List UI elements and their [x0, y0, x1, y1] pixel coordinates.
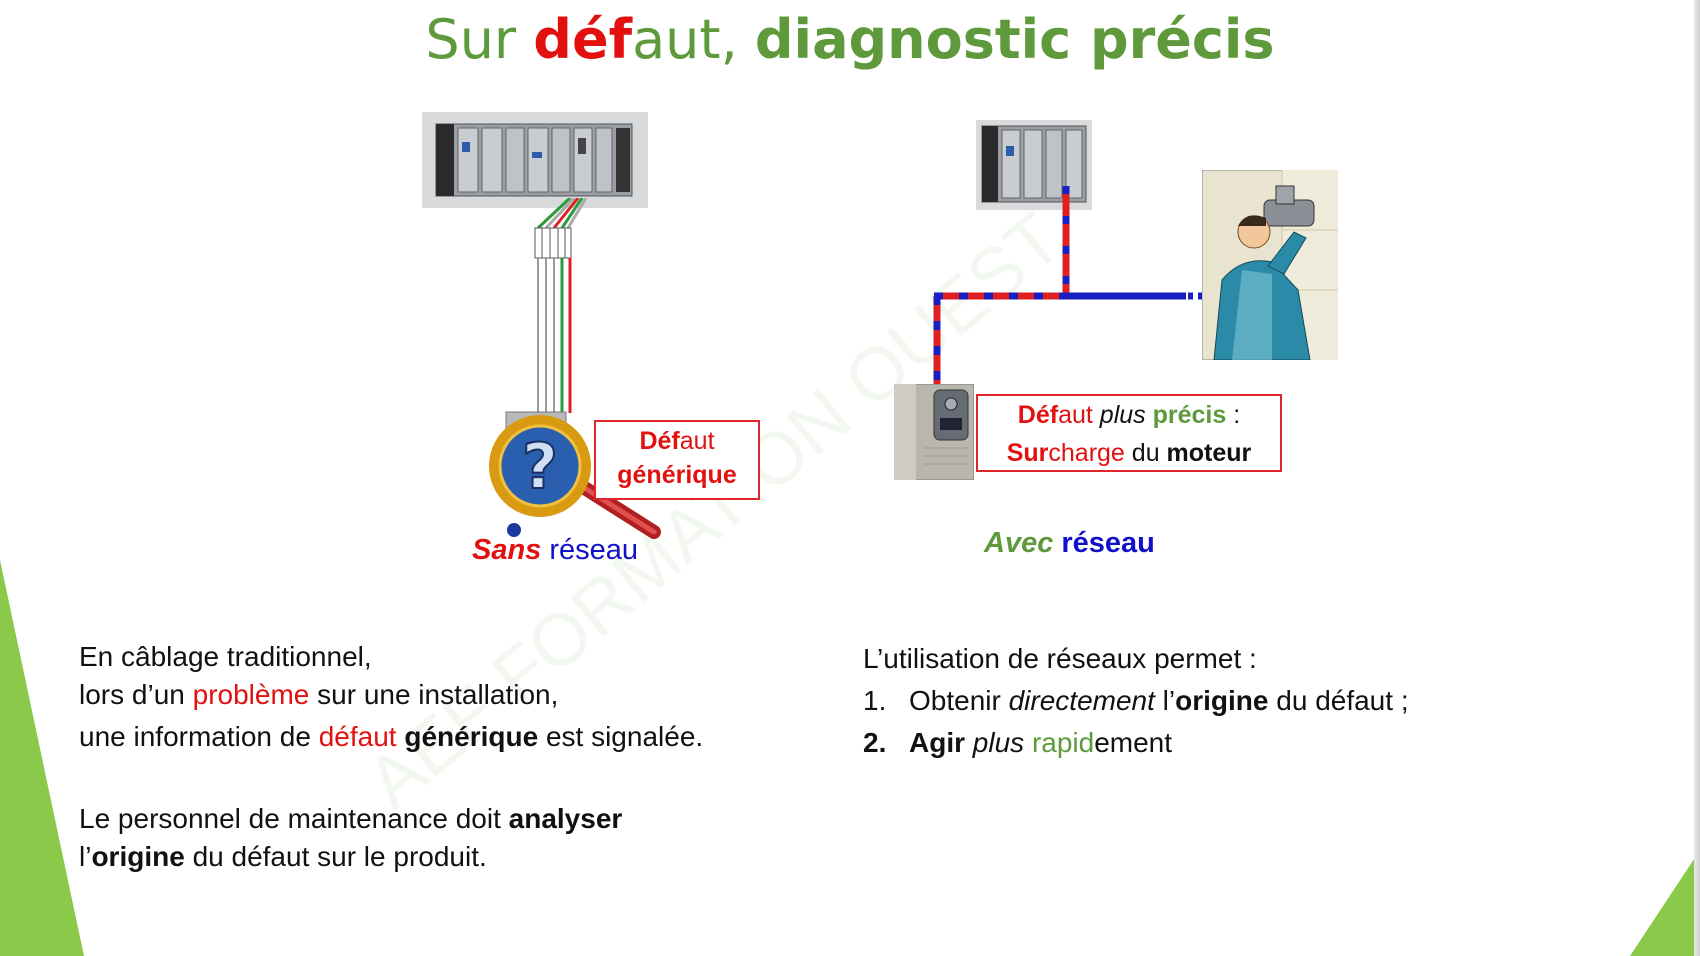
- box-text: Déf: [1017, 401, 1059, 429]
- text-span: Le personnel de maintenance doit: [79, 803, 509, 834]
- magnifier-question-icon: ?: [489, 411, 661, 539]
- text-span: plus: [972, 727, 1025, 758]
- box-text: Déf: [639, 427, 680, 455]
- text-span: sur une installation,: [309, 679, 559, 710]
- right-paragraph: L’utilisation de réseaux permet : 1. Obte…: [863, 638, 1409, 764]
- list-item: 2. Agir plus rapidement: [863, 722, 1409, 764]
- text-line: l’origine du défaut sur le produit.: [79, 838, 622, 876]
- text-line: L’utilisation de réseaux permet :: [863, 643, 1257, 674]
- box-text: plus: [1099, 401, 1146, 429]
- box-text: générique: [617, 461, 737, 489]
- technician-illustration: [1202, 170, 1338, 360]
- text-span: [965, 727, 973, 758]
- text-line: En câblage traditionnel,: [79, 641, 372, 672]
- right-green-accent: [1630, 850, 1700, 956]
- box-text: :: [1226, 401, 1241, 429]
- title-part: Sur: [425, 8, 534, 71]
- title-highlight-bold: diagnostic précis: [754, 8, 1275, 71]
- list-item: 1. Obtenir directement l’origine du défau…: [863, 680, 1409, 722]
- list-number: 1.: [863, 685, 887, 716]
- text-span: origine: [91, 841, 185, 872]
- text-span: Obtenir: [909, 685, 1009, 716]
- text-span: l’: [1154, 685, 1176, 716]
- box-text: [1146, 401, 1153, 429]
- caption-reseau: réseau: [541, 534, 639, 566]
- left-caption: Sans réseau: [472, 534, 638, 567]
- precise-defect-box: Défaut plus précis : Surcharge du moteur: [976, 394, 1282, 472]
- text-span: défaut: [318, 721, 397, 752]
- text-span: directement: [1008, 685, 1155, 716]
- text-line: lors d’un problème sur une installation,: [79, 676, 703, 714]
- title-highlight-red: déf: [533, 8, 633, 71]
- box-text: moteur: [1166, 439, 1252, 467]
- text-span: [1024, 727, 1032, 758]
- text-span: l’: [79, 841, 92, 872]
- text-span: du défaut sur le produit.: [184, 841, 487, 872]
- hardwired-cables: [534, 198, 588, 413]
- text-span: générique: [404, 721, 539, 752]
- slide-right-border: [1694, 0, 1700, 956]
- plc-rack-right: [976, 120, 1092, 210]
- box-text: Sur: [1006, 439, 1049, 467]
- text-line: Le personnel de maintenance doit analyse…: [79, 800, 622, 838]
- generic-defect-box: Défaut générique: [594, 420, 760, 500]
- text-span: du défaut ;: [1268, 685, 1409, 716]
- network-bus: [933, 186, 1204, 386]
- text-span: analyser: [508, 803, 623, 834]
- svg-text:?: ?: [522, 430, 558, 503]
- text-span: Agir: [909, 727, 965, 758]
- plc-rack-left: [422, 112, 648, 208]
- motor-drive-device: [894, 384, 974, 480]
- text-span: lors d’un: [79, 679, 193, 710]
- left-green-accent: [0, 560, 84, 956]
- text-span: est signalée.: [538, 721, 704, 752]
- box-text: précis: [1152, 401, 1227, 429]
- box-text: charge: [1048, 439, 1125, 467]
- caption-sans: Sans: [472, 534, 542, 566]
- text-span: une information de: [79, 721, 319, 752]
- left-paragraph-1: En câblage traditionnel, lors d’un probl…: [79, 638, 703, 756]
- box-text: aut: [1058, 401, 1100, 429]
- box-text: aut: [679, 427, 715, 455]
- text-span: rapid: [1031, 727, 1095, 758]
- title-part: aut,: [632, 8, 755, 71]
- slide-title: Sur défaut, diagnostic précis: [0, 8, 1700, 71]
- text-span: origine: [1175, 685, 1269, 716]
- text-span: ement: [1094, 727, 1173, 758]
- box-text: du: [1124, 439, 1167, 467]
- caption-reseau: réseau: [1053, 527, 1155, 559]
- right-caption: Avec réseau: [984, 527, 1155, 560]
- text-span: problème: [192, 679, 310, 710]
- caption-avec: Avec: [984, 527, 1054, 559]
- left-paragraph-2: Le personnel de maintenance doit analyse…: [79, 800, 622, 876]
- list-number: 2.: [863, 727, 887, 758]
- text-line: une information de défaut générique est …: [79, 718, 703, 756]
